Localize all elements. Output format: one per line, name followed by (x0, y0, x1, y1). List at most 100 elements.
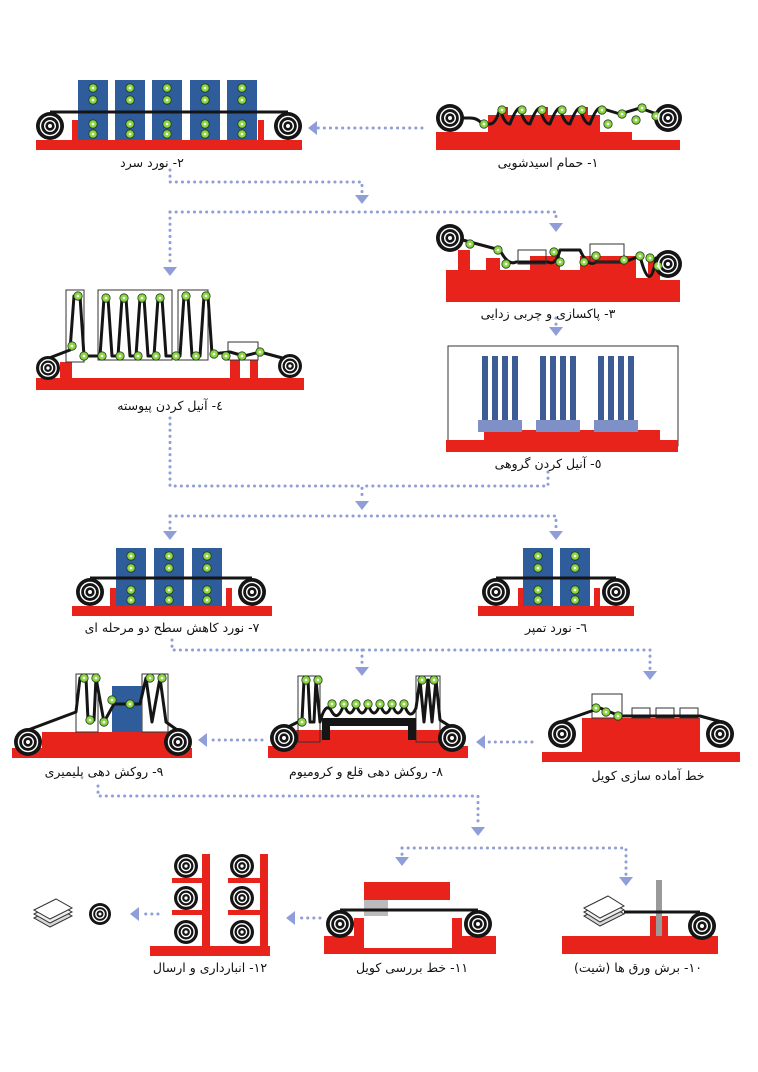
inspection-window (364, 900, 388, 916)
coil-ring (43, 119, 57, 133)
coil-ring (445, 731, 459, 745)
coil-stack-bar (492, 356, 498, 430)
coil-core (288, 364, 292, 368)
roller-hub (167, 566, 171, 570)
coil-core (286, 124, 290, 128)
flow-line (168, 416, 364, 502)
cleaning-line (436, 224, 682, 302)
roller-hub (165, 86, 169, 90)
roller-hub (100, 354, 104, 358)
coil-ring (241, 581, 263, 603)
sheet-stack (32, 898, 74, 928)
coil-ring (281, 119, 295, 133)
roller-hub (91, 98, 95, 102)
coil-core (282, 736, 286, 740)
coil-ring (605, 581, 627, 603)
arrow-head (355, 501, 369, 510)
roller-hub (342, 702, 346, 706)
furnace-frame (177, 289, 209, 361)
roller-hub (165, 98, 169, 102)
coil-stack-bar (512, 356, 518, 430)
roller-hub (240, 122, 244, 126)
roller-hub (496, 248, 500, 252)
roller-hub (504, 262, 508, 266)
coil-ring (42, 362, 54, 374)
machine-frame (631, 707, 651, 719)
coil-ring (467, 913, 489, 935)
roller-hub (330, 702, 334, 706)
coil-ring (441, 727, 463, 749)
coil-core (476, 922, 480, 926)
roller-hub (600, 108, 604, 112)
roller-hub (94, 676, 98, 680)
coil-ring (485, 581, 507, 603)
roller-hub (128, 98, 132, 102)
roller-hub (212, 352, 216, 356)
coil-core (718, 732, 722, 736)
roller-hub (205, 588, 209, 592)
roller-hub (136, 354, 140, 358)
arrow-head (286, 911, 295, 925)
roller-hub (203, 86, 207, 90)
coil-core (338, 922, 342, 926)
roller-hub (354, 702, 358, 706)
arrow-head (619, 877, 633, 886)
roller-hub (110, 698, 114, 702)
coil-stack-bar (628, 356, 634, 430)
coil-ring (551, 723, 573, 745)
machine-base (542, 718, 740, 762)
coil-ring (657, 253, 679, 275)
cold-rolling-mill (36, 80, 302, 150)
storage-racks (150, 854, 270, 956)
coil-ring (691, 915, 713, 937)
roller-hub (573, 598, 577, 602)
roller-hub (468, 242, 472, 246)
coil-stack-bar (598, 356, 604, 430)
roller-hub (165, 132, 169, 136)
flow-line (400, 846, 628, 878)
label-pickling: ۱- حمام اسیدشویی (497, 155, 599, 170)
rack-post (202, 854, 210, 946)
arrow-head (308, 121, 317, 135)
roller-hub (620, 112, 624, 116)
roller-hub (616, 714, 620, 718)
coil-ring (555, 727, 569, 741)
machine-base (12, 732, 192, 758)
coil-ring (83, 585, 97, 599)
roller-hub (204, 294, 208, 298)
roller-hub (174, 354, 178, 358)
arrow-head (130, 907, 139, 921)
coil-core (450, 736, 454, 740)
roller-hub (205, 566, 209, 570)
coil-ring (695, 919, 709, 933)
coil-stack-bar (570, 356, 576, 430)
roller-hub (184, 294, 188, 298)
rack-post (260, 854, 268, 946)
roller-hub (604, 710, 608, 714)
coil-ring (79, 581, 101, 603)
label-tin-chrome-coating: ۸- روکش دهی قلع و کرومیوم (289, 764, 443, 779)
coil-core (184, 930, 188, 934)
coil-ring (180, 892, 192, 904)
arrow-head (549, 327, 563, 336)
roller-hub (167, 554, 171, 558)
roller-hub (91, 86, 95, 90)
arrow-head (476, 735, 485, 749)
roller-hub (390, 702, 394, 706)
coil-ring (167, 731, 189, 753)
machine-base (446, 430, 678, 452)
coil-core (240, 930, 244, 934)
roller-hub (402, 702, 406, 706)
coil-core (98, 912, 102, 916)
flow-line (170, 638, 652, 672)
annealing-stack (594, 356, 638, 432)
roller-hub (194, 354, 198, 358)
coil-ring (281, 357, 299, 375)
roller-hub (167, 598, 171, 602)
coating-tank (322, 718, 416, 726)
coil-core (666, 262, 670, 266)
coil-core (250, 590, 254, 594)
rack-shelf (172, 878, 210, 883)
roller-hub (240, 132, 244, 136)
coil-inspection-line (324, 882, 496, 954)
